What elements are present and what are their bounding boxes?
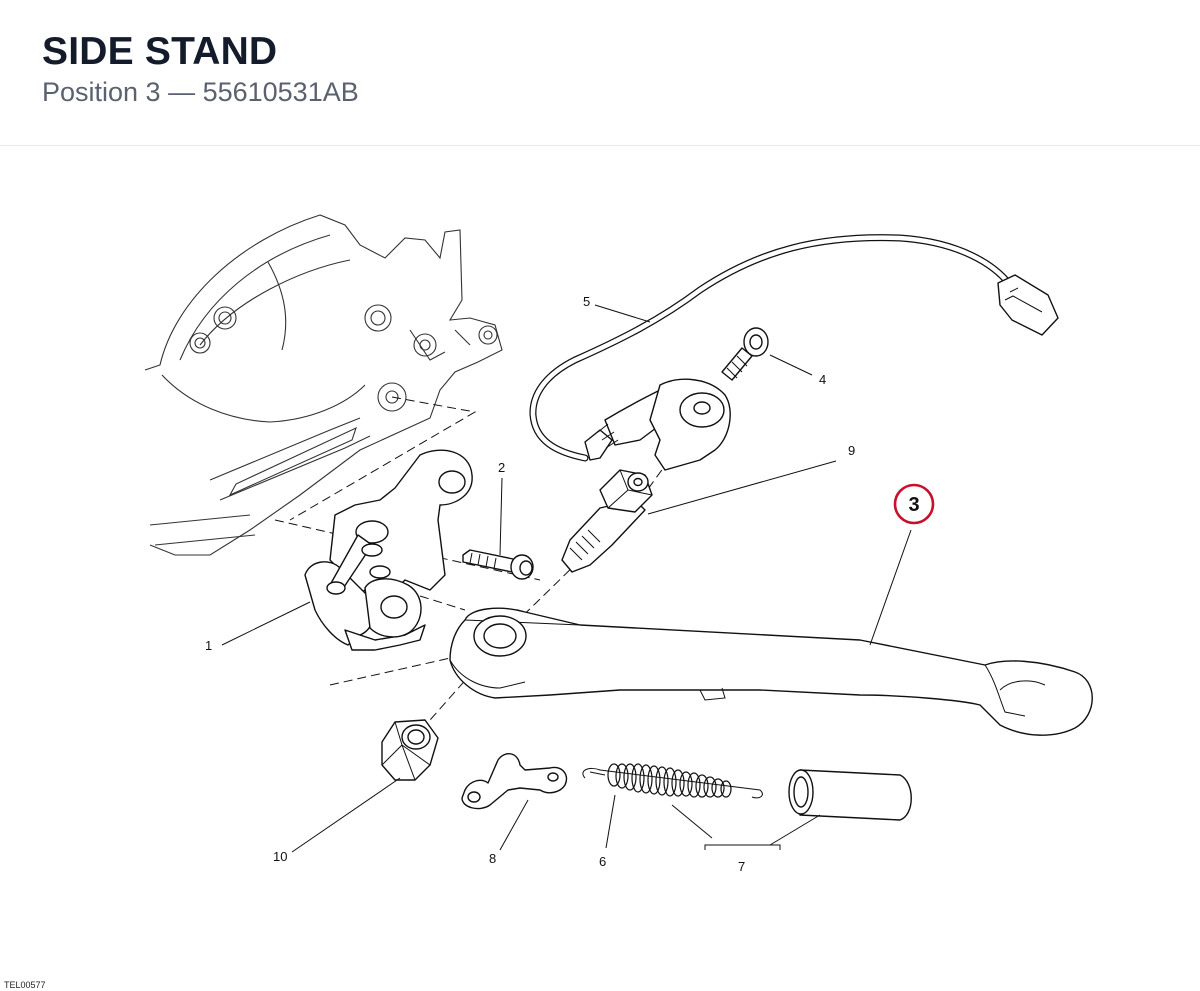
part-10-nut — [381, 719, 439, 781]
part-8-hook-plate — [461, 753, 568, 810]
callout-8: 8 — [489, 851, 496, 866]
callout-6: 6 — [599, 854, 606, 869]
highlight-label: 3 — [908, 494, 919, 516]
callout-2: 2 — [498, 460, 505, 475]
part-2-screw — [462, 549, 534, 580]
callout-1: 1 — [205, 638, 212, 653]
page-subtitle: Position 3 — 55610531AB — [42, 77, 359, 107]
highlight-marker-3[interactable]: 3 — [893, 483, 935, 525]
callout-4: 4 — [819, 372, 826, 387]
page-title: SIDE STAND — [42, 30, 278, 73]
callout-7: 7 — [738, 859, 745, 874]
part-5-cable-switch — [529, 234, 1059, 471]
part-9-pivot-bolt — [561, 469, 653, 573]
part-1-stand-bracket — [304, 449, 473, 651]
callout-9: 9 — [848, 443, 855, 458]
part-6-spring — [582, 763, 763, 799]
page-header: SIDE STAND Position 3 — 55610531AB — [0, 0, 1200, 146]
callout-5: 5 — [583, 294, 590, 309]
callout-leader-lines — [221, 304, 912, 853]
part-7-spacer-tube — [788, 769, 912, 821]
callout-10: 10 — [273, 849, 287, 864]
engine-casing — [144, 214, 503, 556]
drawing-code: TEL00577 — [4, 980, 46, 990]
part-4-bolt — [721, 327, 769, 381]
highlight-circle — [893, 483, 935, 525]
exploded-parts-diagram: 1 2 4 5 6 7 8 9 10 3 — [144, 214, 1093, 874]
part-3-side-stand-leg — [449, 607, 1093, 736]
callout-labels: 1 2 4 5 6 7 8 9 10 — [205, 294, 855, 874]
